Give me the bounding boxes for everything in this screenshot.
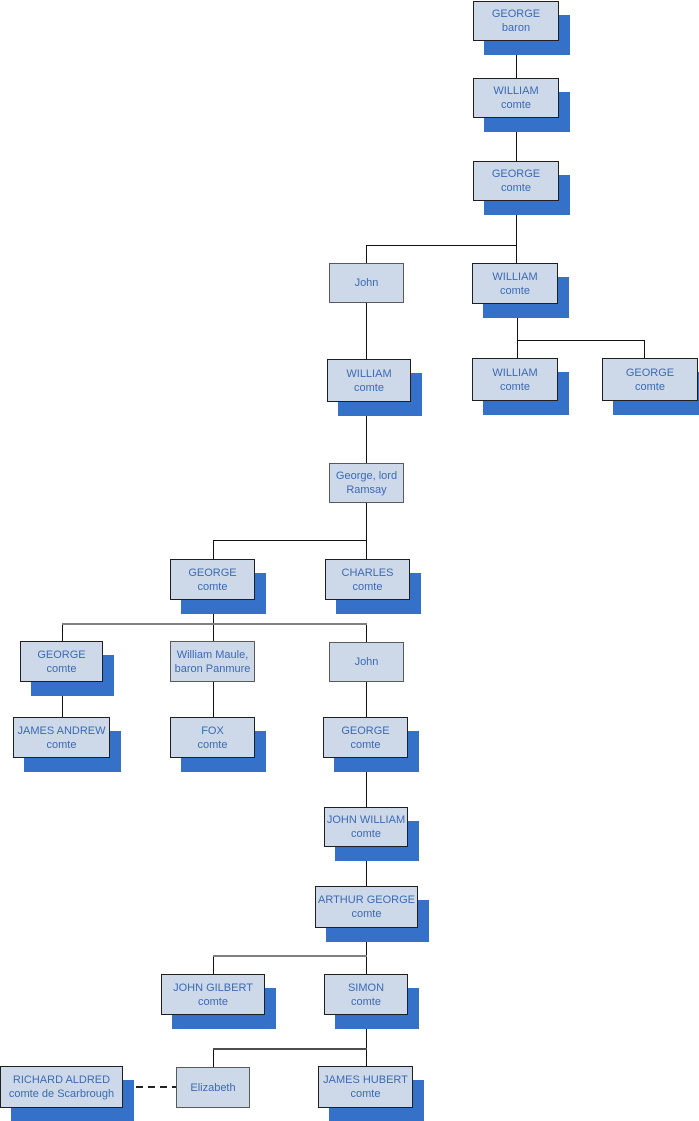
person-title: Ramsay xyxy=(346,484,387,496)
person-node-george-comte-1[interactable]: GEORGE comte xyxy=(473,161,559,201)
person-name: GEORGE xyxy=(188,566,237,579)
person-title: comte xyxy=(350,738,381,751)
person-node-elizabeth[interactable]: Elizabeth xyxy=(176,1067,250,1108)
connector-vline xyxy=(366,928,367,974)
person-name: WILLIAM xyxy=(493,85,539,97)
person-title: comte xyxy=(635,380,665,393)
connector-vline xyxy=(366,623,367,643)
person-name: SIMON xyxy=(347,981,385,994)
person-title: comte xyxy=(352,580,383,593)
person-name: ARTHUR GEORGE xyxy=(318,894,415,906)
person-title: comte xyxy=(500,284,530,297)
connector-vline xyxy=(366,682,367,717)
person-name: WILLIAM xyxy=(492,270,538,283)
connector-vline xyxy=(366,1015,367,1066)
person-title: baron xyxy=(501,22,531,34)
person-name: JAMES HUBERT xyxy=(323,1074,408,1086)
connector-vline xyxy=(366,402,367,463)
person-name: FOX xyxy=(201,724,224,737)
connector-vline xyxy=(62,682,63,717)
person-node-richard-aldred[interactable]: RICHARD ALDRED comte de Scarbrough xyxy=(0,1066,123,1108)
connector-rail xyxy=(213,1048,367,1050)
person-node-george-baron[interactable]: GEORGE baron xyxy=(473,1,559,41)
person-title: comte xyxy=(351,995,381,1008)
connector-vline xyxy=(516,201,517,263)
person-name: GEORGE xyxy=(491,168,541,180)
person-name: JOHN WILLIAM xyxy=(326,814,406,826)
connector-vline xyxy=(213,600,214,641)
connector-rail xyxy=(517,340,645,341)
person-node-william-maule[interactable]: William Maule,baron Panmure xyxy=(170,641,255,682)
person-name: GEORGE xyxy=(491,8,541,20)
person-name: GEORGE xyxy=(37,648,86,661)
connector-vline xyxy=(213,540,214,560)
person-title: comte xyxy=(501,182,531,194)
person-title: comte xyxy=(46,738,77,751)
marriage-dashed-line xyxy=(124,1086,176,1088)
connector-vline xyxy=(62,623,63,641)
person-node-william-comte-1[interactable]: WILLIAM comte xyxy=(473,78,559,118)
connector-rail xyxy=(62,623,367,625)
person-title: comte de Scarbrough xyxy=(8,1088,115,1100)
person-name: William Maule, xyxy=(176,648,249,661)
person-node-john-2[interactable]: John xyxy=(329,642,404,682)
person-title: comte xyxy=(198,995,228,1008)
person-title: comte xyxy=(197,738,228,751)
person-title: comte xyxy=(197,580,228,593)
person-name: WILLIAM xyxy=(492,366,538,379)
person-title: comte xyxy=(500,380,530,393)
person-name: John xyxy=(354,277,379,289)
person-title: baron Panmure xyxy=(174,662,251,675)
person-name: JOHN GILBERT xyxy=(173,981,253,994)
person-node-john-william-comte[interactable]: JOHN WILLIAM comte xyxy=(324,807,408,847)
connector-rail xyxy=(366,245,517,246)
connector-vline xyxy=(366,503,367,541)
person-node-james-hubert-comte[interactable]: JAMES HUBERT comte xyxy=(318,1066,413,1108)
person-name: George, lord xyxy=(335,470,398,482)
person-node-arthur-george-comte[interactable]: ARTHUR GEORGE comte xyxy=(315,886,418,928)
connector-vline xyxy=(366,758,367,807)
connector-vline xyxy=(366,540,367,560)
person-name: GEORGE xyxy=(341,724,390,737)
person-name: WILLIAM xyxy=(346,367,392,380)
connector-vline xyxy=(366,245,367,264)
person-name: JAMES ANDREW xyxy=(17,724,106,737)
person-title: comte xyxy=(351,828,381,840)
person-title: comte xyxy=(354,381,384,394)
connector-vline xyxy=(516,41,517,79)
person-name: GEORGE xyxy=(625,366,675,379)
person-name: Elizabeth xyxy=(190,1081,236,1094)
connector-vline xyxy=(213,1048,214,1067)
person-title: comte xyxy=(46,662,77,675)
connector-vline xyxy=(516,118,517,161)
connector-vline xyxy=(517,304,518,359)
person-name: RICHARD ALDRED xyxy=(12,1074,111,1086)
connector-vline xyxy=(366,303,367,360)
connector-vline xyxy=(644,340,645,359)
person-name: CHARLES xyxy=(341,566,394,579)
connector-rail xyxy=(213,540,367,541)
person-node-john-1[interactable]: John xyxy=(329,263,404,303)
person-name: John xyxy=(354,656,379,668)
connector-vline xyxy=(213,955,214,974)
person-title: comte xyxy=(501,99,531,111)
connector-rail xyxy=(213,955,367,957)
person-title: comte xyxy=(350,1088,381,1100)
person-title: comte xyxy=(351,908,382,920)
connector-vline xyxy=(213,682,214,717)
connector-vline xyxy=(366,847,367,886)
